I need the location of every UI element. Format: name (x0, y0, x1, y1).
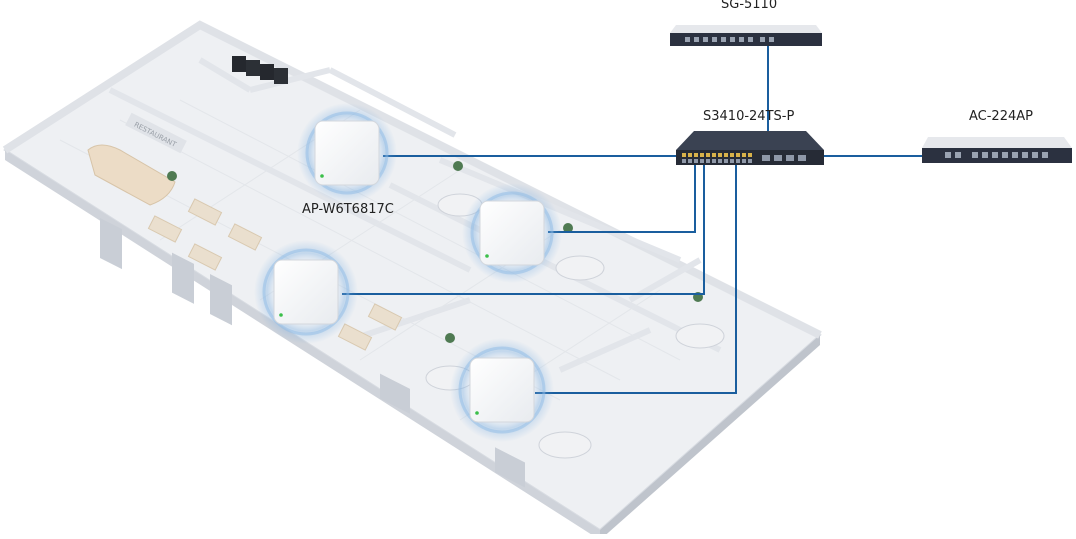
plant-icon (167, 161, 703, 343)
wifi-ap-icon (254, 240, 358, 344)
wifi-ap-icon (462, 183, 562, 283)
building-floorplan (2, 20, 822, 539)
network-links (342, 44, 922, 394)
access-point-label: AP-W6T6817C (302, 202, 394, 217)
link-ap-2 (548, 160, 696, 233)
network-switch-icon (676, 131, 824, 165)
wifi-ap-icon (450, 338, 554, 442)
wifi-ap-icon (297, 103, 397, 203)
reception-desk (87, 144, 176, 206)
dining-tables (147, 198, 403, 351)
network-switch-icon (670, 25, 822, 46)
controller-label: AC-224AP (969, 109, 1033, 124)
link-ap-3 (342, 162, 705, 295)
link-ap-4 (535, 164, 737, 394)
core-switch-label: SG-5110 (721, 0, 778, 12)
wireless-controller-icon (922, 137, 1072, 163)
round-tables (425, 193, 725, 459)
poe-switch-label: S3410-24TS-P (703, 109, 795, 124)
server-rack-icon (232, 56, 288, 84)
windows (100, 217, 525, 488)
